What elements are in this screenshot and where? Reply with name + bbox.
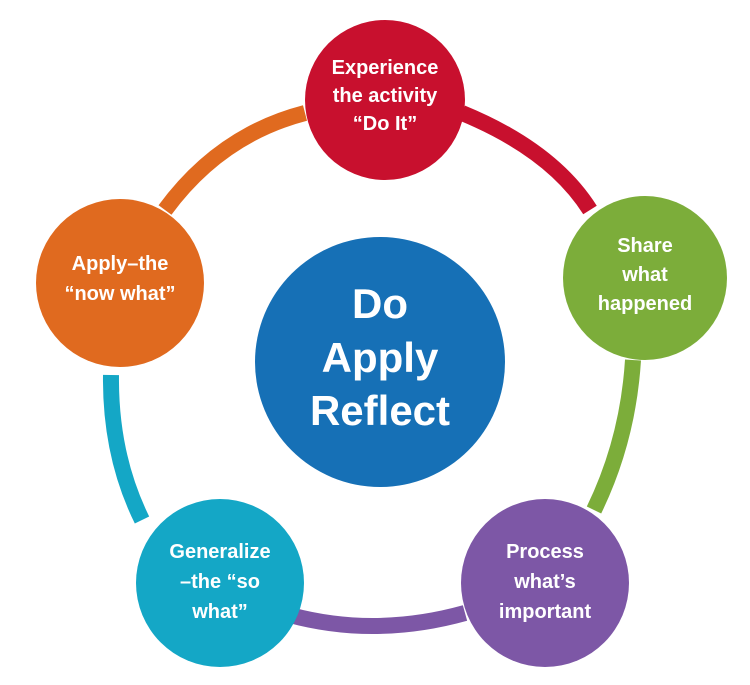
node-process-circle [461, 499, 629, 667]
node-process-label-line-3: important [499, 601, 592, 623]
node-apply-label-line-1: Apply–the [72, 253, 169, 275]
node-generalize-label-line-1: Generalize [169, 541, 270, 563]
node-share-circle [563, 196, 727, 360]
node-process-label-line-1: Process [506, 541, 584, 563]
node-share-label-line-2: what [621, 264, 668, 286]
center-label-line-3: Reflect [310, 387, 450, 434]
node-generalize-circle [136, 499, 304, 667]
connector-apply-do [158, 105, 308, 215]
node-share-label-line-1: Share [617, 235, 673, 257]
center-label-line-2: Apply [322, 334, 439, 381]
node-apply-label-line-2: “now what” [64, 283, 175, 305]
node-generalize-label-line-2: –the “so [180, 571, 260, 593]
connector-process-generalize [287, 605, 468, 634]
connector-do-share [458, 105, 597, 215]
node-process-label-line-2: what’s [513, 571, 576, 593]
node-share-label-line-3: happened [598, 293, 692, 315]
node-apply-circle [36, 199, 204, 367]
connector-generalize-apply [102, 374, 150, 524]
node-experience-circle [305, 20, 465, 180]
connector-share-process [586, 359, 641, 514]
center-label-line-1: Do [352, 280, 408, 327]
node-experience-label-line-3: “Do It” [353, 113, 417, 135]
node-experience-label-line-1: Experience [332, 57, 439, 79]
center-circle [255, 237, 505, 487]
node-experience-label-line-2: the activity [333, 85, 438, 107]
node-generalize-label-line-3: what” [191, 601, 248, 623]
